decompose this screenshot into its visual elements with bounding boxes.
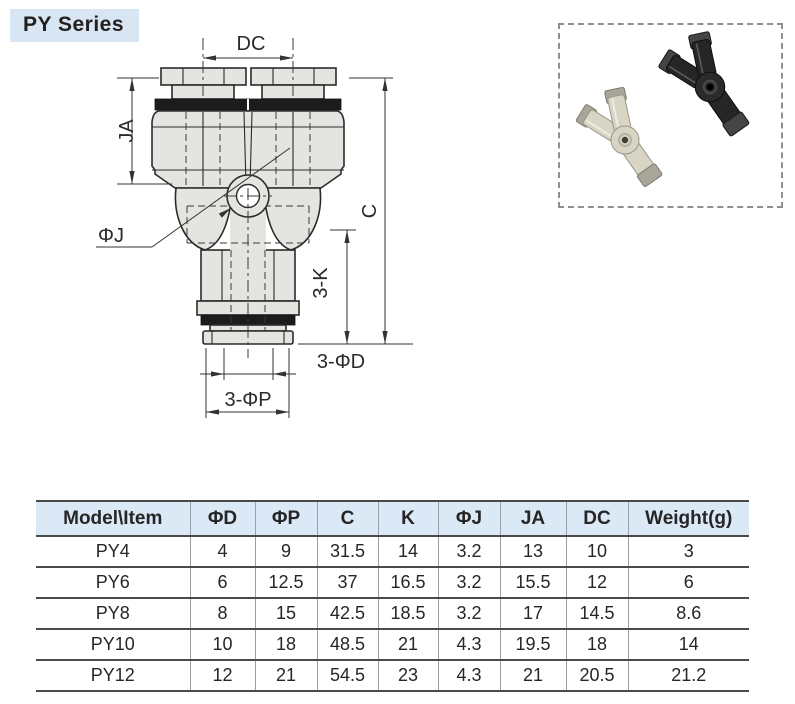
technical-drawing: DC JA C 3-K — [96, 33, 413, 418]
value-cell: 14 — [627, 629, 749, 661]
value-cell: 10 — [565, 536, 628, 568]
value-cell: 18 — [565, 629, 628, 661]
column-header-k: K — [377, 500, 438, 537]
value-cell: 4.3 — [437, 660, 500, 692]
dimension-dc: DC — [203, 33, 293, 61]
column-header-weight: Weight(g) — [627, 500, 749, 537]
page-title: PY Series — [10, 9, 140, 42]
dim-label-3k: 3-K — [310, 267, 332, 299]
table-row: PY10 10 18 48.5 21 4.3 19.5 18 14 — [36, 629, 749, 661]
value-cell: 12 — [565, 567, 628, 599]
value-cell: 3.2 — [437, 536, 500, 568]
model-cell: PY4 — [36, 536, 190, 568]
value-cell: 20.5 — [565, 660, 628, 692]
value-cell: 12 — [189, 660, 255, 692]
value-cell: 21 — [499, 660, 566, 692]
column-header-dc: DC — [565, 500, 628, 537]
value-cell: 21 — [254, 660, 317, 692]
value-cell: 18 — [254, 629, 317, 661]
value-cell: 21.2 — [627, 660, 749, 692]
model-cell: PY6 — [36, 567, 190, 599]
column-header-c: C — [316, 500, 378, 537]
value-cell: 6 — [627, 567, 749, 599]
value-cell: 15.5 — [499, 567, 566, 599]
value-cell: 14.5 — [565, 598, 628, 630]
column-header-phij: ΦJ — [437, 500, 500, 537]
product-photo — [575, 31, 750, 187]
value-cell: 31.5 — [316, 536, 378, 568]
table-row: PY12 12 21 54.5 23 4.3 21 20.5 21.2 — [36, 660, 749, 692]
value-cell: 37 — [316, 567, 378, 599]
value-cell: 48.5 — [316, 629, 378, 661]
table-header-row: Model\Item ΦD ΦP C K ΦJ JA DC Weight(g) — [36, 500, 749, 537]
value-cell: 18.5 — [377, 598, 438, 630]
column-header-model-item: Model\Item — [36, 500, 190, 537]
value-cell: 10 — [189, 629, 255, 661]
value-cell: 54.5 — [316, 660, 378, 692]
value-cell: 19.5 — [499, 629, 566, 661]
dimension-c: C — [298, 77, 413, 345]
value-cell: 4.3 — [437, 629, 500, 661]
black-fitting — [658, 31, 750, 137]
model-cell: PY12 — [36, 660, 190, 692]
dimension-3phid: 3-ΦD — [200, 348, 365, 380]
value-cell: 3.2 — [437, 567, 500, 599]
value-cell: 4 — [189, 536, 255, 568]
model-cell: PY10 — [36, 629, 190, 661]
dimension-phij: ΦJ — [96, 147, 291, 248]
value-cell: 3.2 — [437, 598, 500, 630]
fitting-outline — [151, 38, 345, 358]
column-header-phid: ΦD — [189, 500, 255, 537]
dim-label-3phip: 3-ΦP — [224, 389, 271, 411]
value-cell: 21 — [377, 629, 438, 661]
value-cell: 3 — [627, 536, 749, 568]
table-row: PY4 4 9 31.5 14 3.2 13 10 3 — [36, 536, 749, 568]
table-row: PY8 8 15 42.5 18.5 3.2 17 14.5 8.6 — [36, 598, 749, 630]
dimension-ja: JA — [116, 77, 172, 185]
value-cell: 12.5 — [254, 567, 317, 599]
dim-label-ja: JA — [116, 119, 138, 143]
spec-table: Model\Item ΦD ΦP C K ΦJ JA DC Weight(g) … — [36, 500, 749, 692]
white-fitting — [575, 86, 663, 187]
table-row: PY6 6 12.5 37 16.5 3.2 15.5 12 6 — [36, 567, 749, 599]
value-cell: 13 — [499, 536, 566, 568]
column-header-phip: ΦP — [254, 500, 317, 537]
value-cell: 42.5 — [316, 598, 378, 630]
dim-label-3phid: 3-ΦD — [317, 351, 365, 373]
column-header-ja: JA — [499, 500, 566, 537]
value-cell: 15 — [254, 598, 317, 630]
value-cell: 9 — [254, 536, 317, 568]
model-cell: PY8 — [36, 598, 190, 630]
dim-label-dc: DC — [237, 33, 266, 55]
value-cell: 17 — [499, 598, 566, 630]
dim-label-c: C — [359, 204, 381, 218]
value-cell: 23 — [377, 660, 438, 692]
product-photo-frame — [558, 23, 783, 208]
value-cell: 6 — [189, 567, 255, 599]
dimension-3k: 3-K — [310, 229, 356, 344]
dimension-3phip: 3-ΦP — [205, 348, 290, 418]
value-cell: 8 — [189, 598, 255, 630]
dim-label-phij: ΦJ — [98, 225, 124, 247]
value-cell: 8.6 — [627, 598, 749, 630]
value-cell: 16.5 — [377, 567, 438, 599]
value-cell: 14 — [377, 536, 438, 568]
